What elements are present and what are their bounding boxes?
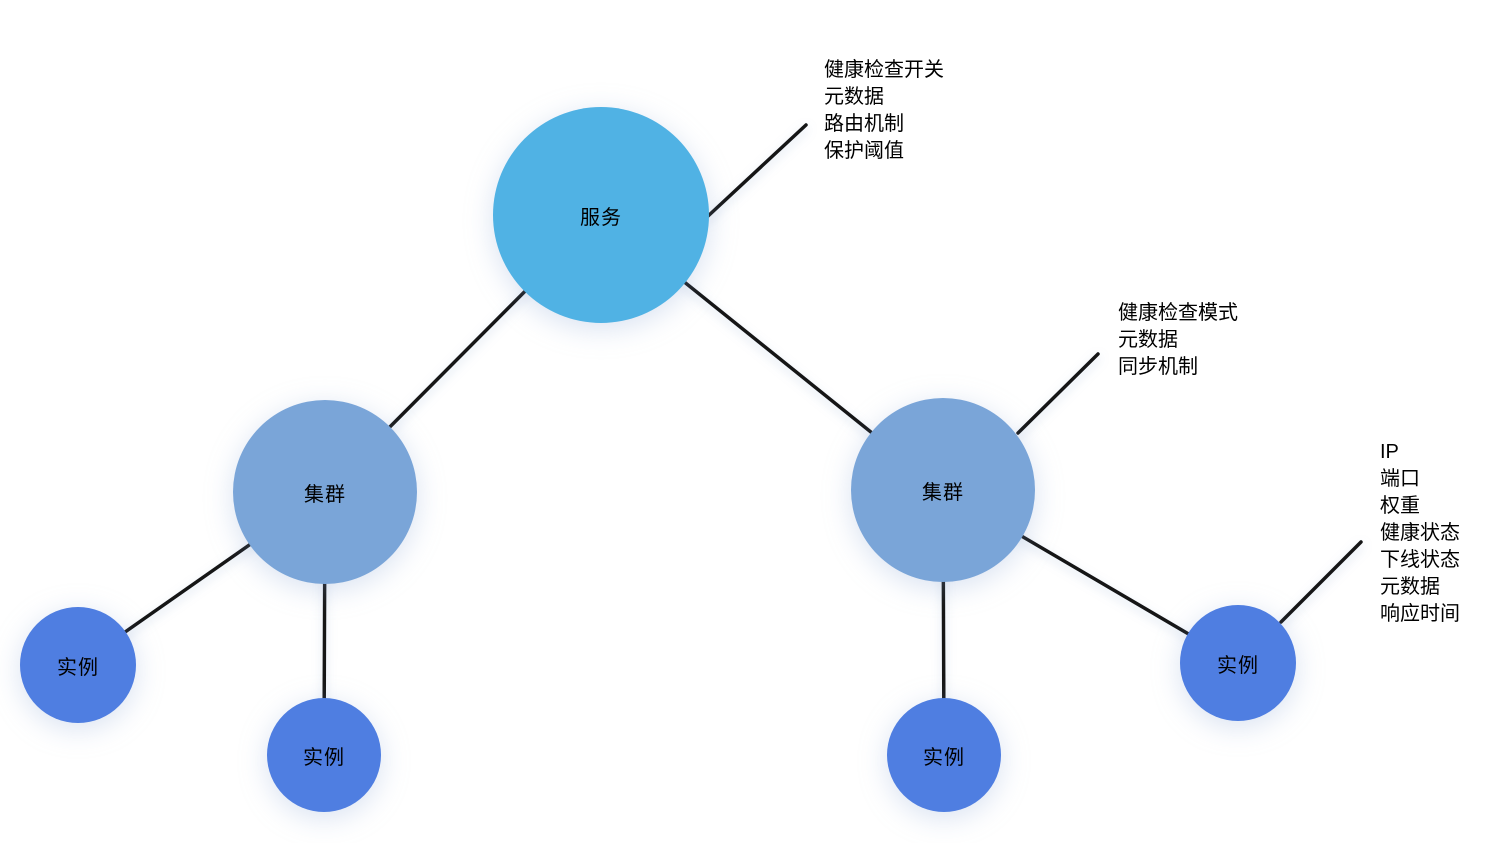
annotation-line: 同步机制 — [1118, 356, 1198, 378]
node-instance-4-label: 实例 — [1217, 654, 1259, 677]
annotation-line: 响应时间 — [1380, 603, 1460, 625]
node-service: 服务 — [493, 107, 709, 323]
annotation-line: 健康检查开关 — [824, 59, 944, 81]
edge-instance-4-to-note — [1279, 540, 1363, 624]
annotation-cluster-properties: 健康检查模式 元数据 同步机制 — [1118, 300, 1238, 381]
annotation-line: 元数据 — [824, 86, 884, 108]
edge-service-to-service-note — [705, 123, 808, 219]
annotation-line: 健康检查模式 — [1118, 302, 1238, 324]
annotation-line: 健康状态 — [1380, 522, 1460, 544]
node-instance-2-label: 实例 — [303, 746, 345, 769]
node-cluster-right: 集群 — [851, 398, 1035, 582]
node-cluster-left: 集群 — [233, 400, 417, 584]
node-instance-3: 实例 — [887, 698, 1001, 812]
annotation-line: IP — [1380, 441, 1399, 463]
node-instance-4: 实例 — [1180, 605, 1296, 721]
annotation-line: 元数据 — [1118, 329, 1178, 351]
annotation-line: 权重 — [1380, 495, 1420, 517]
node-instance-1-label: 实例 — [57, 656, 99, 679]
annotation-line: 元数据 — [1380, 576, 1440, 598]
node-instance-1: 实例 — [20, 607, 136, 723]
node-instance-2: 实例 — [267, 698, 381, 812]
annotation-line: 下线状态 — [1380, 549, 1460, 571]
annotation-instance-properties: IP 端口 权重 健康状态 下线状态 元数据 响应时间 — [1380, 439, 1460, 628]
edge-cluster-right-to-note — [1016, 352, 1100, 435]
node-service-label: 服务 — [580, 206, 622, 229]
annotation-line: 路由机制 — [824, 113, 904, 135]
annotation-service-properties: 健康检查开关 元数据 路由机制 保护阈值 — [824, 57, 944, 165]
node-cluster-right-label: 集群 — [922, 481, 964, 504]
node-cluster-left-label: 集群 — [304, 483, 346, 506]
annotation-line: 端口 — [1380, 468, 1420, 490]
node-instance-3-label: 实例 — [923, 746, 965, 769]
annotation-line: 保护阈值 — [824, 140, 904, 162]
